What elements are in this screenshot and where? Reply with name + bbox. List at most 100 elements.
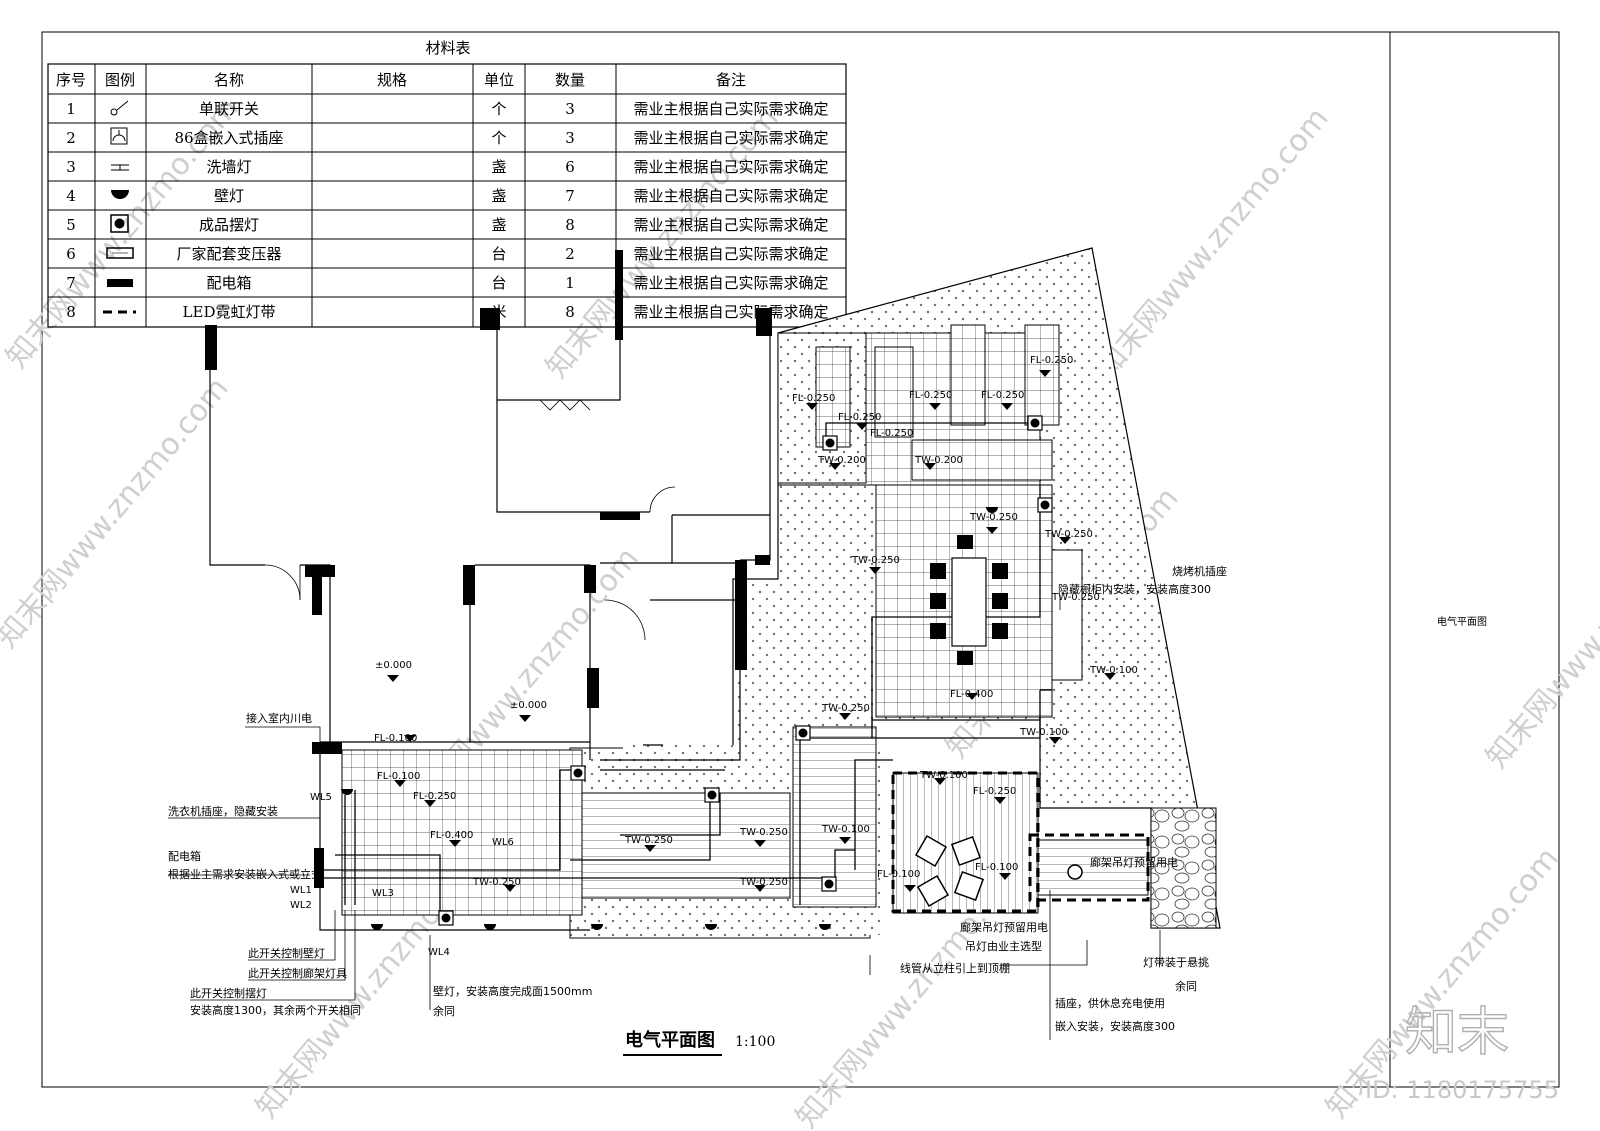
leader-lines bbox=[168, 595, 1161, 1040]
wall-washer-icon bbox=[111, 164, 129, 171]
row-qty: 6 bbox=[565, 158, 575, 176]
row-name: LED霓虹灯带 bbox=[183, 303, 276, 321]
watermark-site-7: 知末网www.znzmo.com bbox=[1479, 491, 1600, 775]
row-no: 5 bbox=[66, 216, 76, 234]
elev-label: FL-0.250 bbox=[981, 390, 1024, 401]
note-panel: 配电箱 bbox=[168, 849, 201, 863]
elev-label: FL-0.250 bbox=[870, 428, 913, 439]
floor-lamp-icon bbox=[704, 787, 720, 803]
annotations: 接入室内川电 洗衣机插座，隐藏安装 配电箱 根据业主需求安装嵌入式或立式 此开关… bbox=[168, 564, 1227, 1033]
table-row: 2 86盒嵌入式插座 个 3 需业主根据自己实际需求确定 bbox=[66, 129, 828, 147]
row-remark: 需业主根据自己实际需求确定 bbox=[633, 274, 828, 292]
watermark-site-3: 知末网www.znzmo.com bbox=[1089, 101, 1335, 385]
note-pendant: 吊灯由业主选型 bbox=[965, 939, 1042, 953]
elev-label: FL-0.100 bbox=[877, 869, 920, 880]
bath-tile bbox=[341, 749, 583, 916]
elev-label: TW-0.200 bbox=[914, 455, 963, 466]
plan-scale: 1:100 bbox=[735, 1034, 775, 1050]
row-name: 壁灯 bbox=[214, 187, 244, 205]
row-unit: 台 bbox=[491, 245, 506, 263]
circuit-label: WL3 bbox=[372, 888, 394, 899]
level-label: ±0.000 bbox=[510, 700, 547, 711]
floor-lamp-icon bbox=[822, 435, 838, 451]
elev-label: TW-0.100 bbox=[919, 770, 968, 781]
row-name: 成品摆灯 bbox=[199, 216, 259, 234]
elev-label: FL-0.100 bbox=[374, 733, 417, 744]
elev-label: TW-0.250 bbox=[1051, 592, 1100, 603]
floor-lamp-icon bbox=[821, 876, 837, 892]
row-remark: 需业主根据自己实际需求确定 bbox=[633, 129, 828, 147]
note-wall-lamp-2: 余同 bbox=[433, 1004, 455, 1018]
row-remark: 需业主根据自己实际需求确定 bbox=[633, 216, 828, 234]
transformer-icon bbox=[106, 247, 134, 259]
row-remark: 需业主根据自己实际需求确定 bbox=[633, 303, 828, 321]
note-strip: 灯带装于悬挑 bbox=[1143, 955, 1209, 969]
elev-label: TW-0.100 bbox=[1089, 665, 1138, 676]
elevation-labels: FL-0.250 FL-0.250 FL-0.250 FL-0.250 FL-0… bbox=[374, 355, 1138, 888]
row-unit: 个 bbox=[491, 100, 506, 118]
elev-label: TW-0.250 bbox=[472, 877, 521, 888]
doors bbox=[264, 399, 676, 641]
floor-lamp-icon bbox=[1027, 415, 1043, 431]
row-name: 洗墙灯 bbox=[206, 158, 251, 176]
led-strip-pergola bbox=[891, 771, 1040, 913]
elev-label: TW-0.250 bbox=[851, 555, 900, 566]
row-no: 8 bbox=[66, 303, 76, 321]
floor-lamp-icon bbox=[438, 910, 454, 926]
watermark-site-4: 知末网www.znzmo.com bbox=[0, 371, 236, 655]
table-title: 材料表 bbox=[425, 39, 470, 57]
note-bbq-detail: 隐藏橱柜内安装，安装高度300 bbox=[1058, 582, 1211, 596]
col-qty: 数量 bbox=[555, 71, 585, 89]
elev-label: FL-0.250 bbox=[909, 390, 952, 401]
col-no: 序号 bbox=[56, 71, 86, 89]
row-qty: 8 bbox=[565, 216, 575, 234]
elev-label: FL-0.250 bbox=[973, 786, 1016, 797]
floor-lamp-icon bbox=[110, 214, 129, 233]
note-pergola-power-2: 廊架吊灯预留用电 bbox=[960, 920, 1048, 934]
row-no: 2 bbox=[66, 129, 76, 147]
row-qty: 1 bbox=[565, 274, 575, 292]
note-rest-socket: 插座，供休息充电使用 bbox=[1055, 996, 1165, 1010]
level-label: ±0.000 bbox=[375, 660, 412, 671]
row-remark: 需业主根据自己实际需求确定 bbox=[633, 100, 828, 118]
circuit-label: WL5 bbox=[310, 792, 332, 803]
elev-label: TW-0.200 bbox=[817, 455, 866, 466]
note-switch-wall-lamp: 此开关控制壁灯 bbox=[248, 946, 325, 960]
watermark-logo: 知末 bbox=[1405, 1003, 1509, 1063]
row-qty: 3 bbox=[565, 129, 575, 147]
col-remark: 备注 bbox=[716, 71, 746, 89]
row-unit: 盏 bbox=[491, 187, 506, 205]
side-title: 电气平面图 bbox=[1437, 615, 1487, 628]
elev-label: TW-0.100 bbox=[1019, 727, 1068, 738]
table-row: 6 厂家配套变压器 台 2 需业主根据自己实际需求确定 bbox=[66, 245, 828, 263]
stone-bed bbox=[1150, 807, 1217, 929]
circuit-labels: WL5 WL1 WL2 WL3 WL4 WL6 bbox=[290, 792, 514, 958]
elev-label: TW-0.250 bbox=[739, 827, 788, 838]
floor-lamp-icon bbox=[795, 725, 811, 741]
note-conduit: 线管从立柱引上到顶棚 bbox=[900, 961, 1010, 975]
circuit-label: WL6 bbox=[492, 837, 514, 848]
elev-label: TW-0.250 bbox=[821, 703, 870, 714]
circuit-label: WL2 bbox=[290, 900, 312, 911]
row-qty: 7 bbox=[565, 187, 575, 205]
sheet-border bbox=[41, 31, 1560, 1088]
note-washer-socket: 洗衣机插座，隐藏安装 bbox=[168, 804, 278, 818]
note-switch-height: 安装高度1300，其余两个开关相同 bbox=[190, 1003, 361, 1017]
note-switch-pergola: 此开关控制廊架灯具 bbox=[248, 966, 347, 980]
note-indoor-power: 接入室内川电 bbox=[246, 711, 312, 725]
row-unit: 盏 bbox=[491, 216, 506, 234]
row-no: 1 bbox=[66, 100, 76, 118]
distribution-box-icon bbox=[107, 279, 133, 287]
material-table: 材料表 序号 图例 名称 规格 单位 数量 备注 1 单联开关 bbox=[47, 39, 847, 328]
row-qty: 3 bbox=[565, 100, 575, 118]
row-qty: 8 bbox=[565, 303, 575, 321]
wall-columns bbox=[205, 250, 772, 754]
note-switch-floor-lamp: 此开关控制摆灯 bbox=[190, 986, 267, 1000]
table-row: 1 单联开关 个 3 需业主根据自己实际需求确定 bbox=[66, 100, 828, 118]
elev-label: FL-0.100 bbox=[975, 862, 1018, 873]
note-bbq-socket: 烧烤机插座 bbox=[1172, 564, 1227, 578]
socket-86-icon bbox=[110, 127, 128, 145]
row-unit: 个 bbox=[491, 129, 506, 147]
row-no: 4 bbox=[66, 187, 76, 205]
circuit-label: WL4 bbox=[428, 947, 450, 958]
